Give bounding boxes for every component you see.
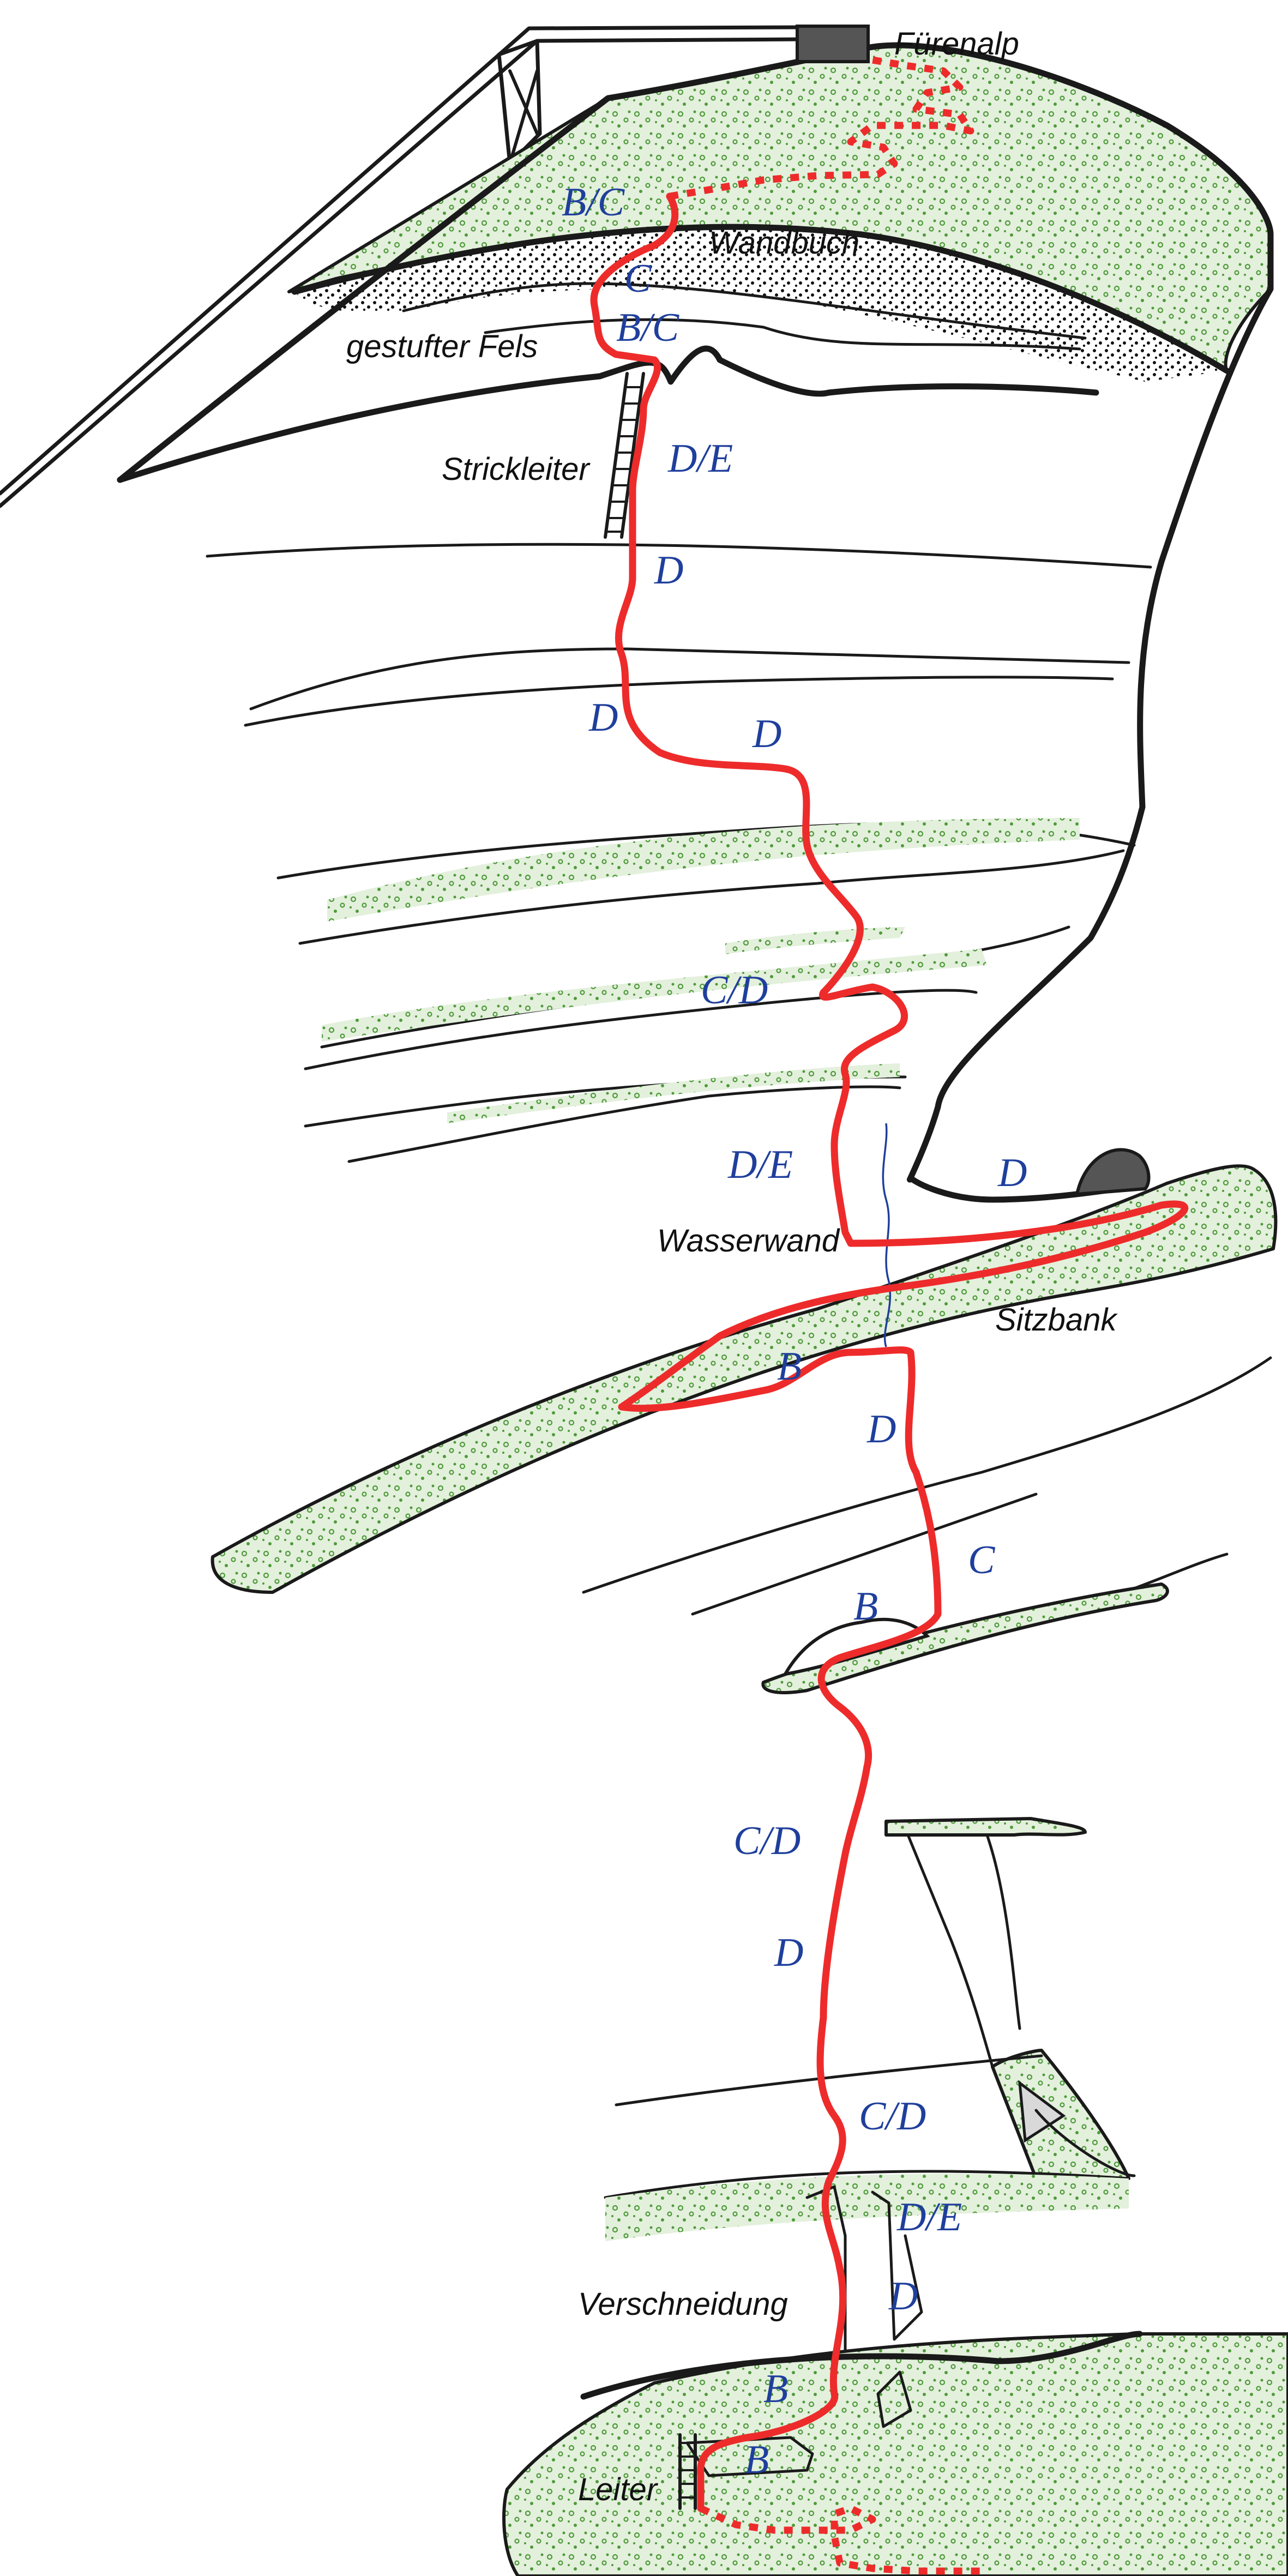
small-ledge: [761, 1582, 1169, 1695]
rock-triangle: [1018, 2080, 1066, 2143]
grade-label: D: [866, 1407, 896, 1452]
station-building-icon: [796, 25, 870, 63]
rope-ladder-label: Strickleiter: [442, 452, 591, 487]
grade-label: D: [997, 1151, 1027, 1195]
lower-meadow: [502, 2332, 1288, 2576]
rope-ladder-icon: [604, 372, 645, 539]
grade-label: D: [774, 1930, 803, 1975]
station-label: Fürenalp: [894, 26, 1019, 62]
grade-label: B/C: [562, 180, 625, 225]
grade-label: C/D: [733, 1819, 801, 1863]
grade-label: C: [624, 256, 652, 301]
via-ferrata-route: [590, 192, 1189, 2512]
stepped-rock-label: gestufter Fels: [346, 329, 538, 364]
ladder-label: Leiter: [578, 2472, 659, 2507]
rock-outline: [117, 42, 1274, 1203]
floating-ledge: [884, 1817, 1087, 1837]
slab-outline-right: [985, 1833, 1021, 2030]
water-stream: [882, 1123, 892, 1347]
dihedral-label: Verschneidung: [578, 2286, 788, 2322]
slab-outline: [906, 1833, 994, 2068]
water-wall-label: Wasserwand: [657, 1223, 840, 1259]
approach-top: [669, 56, 974, 200]
main-ledge: [210, 1164, 1278, 1594]
cable-car-track: [0, 25, 804, 508]
bench-label: Sitzbank: [995, 1302, 1118, 1338]
dihedral-pillars: [685, 2185, 923, 2477]
grade-label: B/C: [616, 305, 680, 350]
ladder-icon: [678, 2433, 697, 2510]
lower-ridge: [580, 2331, 1143, 2400]
grade-label: B: [777, 1344, 802, 1389]
grade-label: B: [763, 2367, 788, 2411]
bottom-grass-band: [605, 2174, 1129, 2241]
grade-label: D/E: [727, 1142, 793, 1187]
cave: [1075, 1148, 1151, 1196]
grade-label: C/D: [859, 2094, 926, 2139]
grade-label: D: [654, 548, 683, 593]
grade-label: B: [744, 2437, 769, 2482]
grade-label: D: [588, 695, 618, 740]
grade-label: D: [888, 2274, 918, 2319]
grade-labels: B/C C B/C D/E D D D C/D D/E D B D B C C/…: [562, 180, 1027, 2482]
grade-label: B: [853, 1584, 878, 1629]
grade-label: D/E: [667, 436, 733, 481]
approach-bottom: [699, 2505, 982, 2575]
grade-label: D/E: [896, 2195, 962, 2240]
bottom-strata: [604, 2054, 1136, 2199]
book-label: Wandbuch: [709, 225, 859, 261]
grade-label: D: [752, 712, 781, 756]
grade-label: C/D: [701, 968, 768, 1013]
grade-label: C: [968, 1538, 996, 1582]
